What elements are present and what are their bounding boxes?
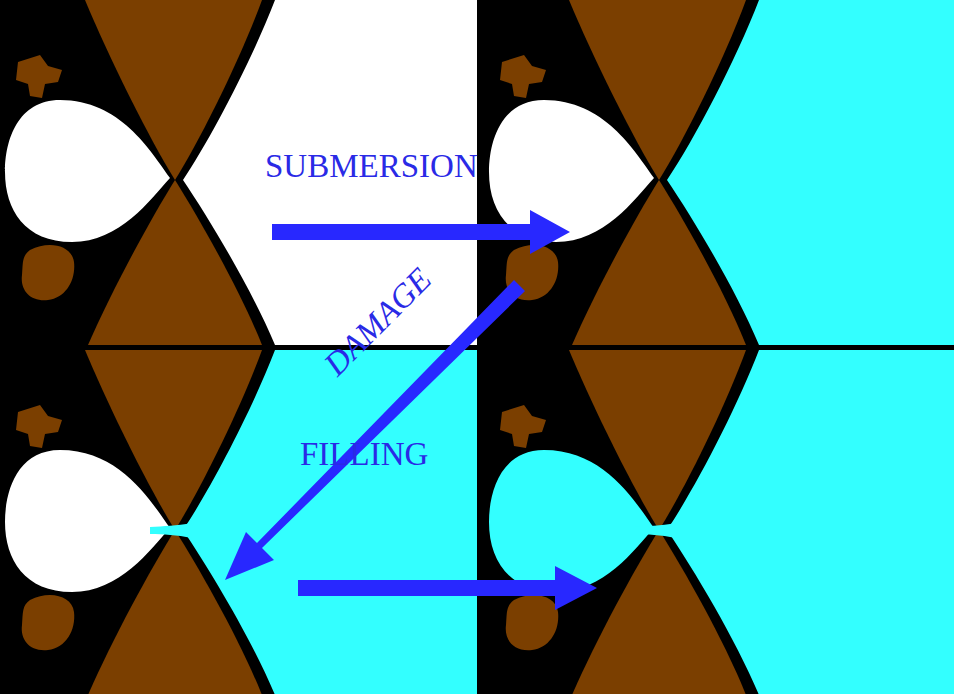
step-label: SUBMERSION bbox=[265, 150, 478, 183]
step-label: FILLING bbox=[300, 438, 428, 471]
panel-filled bbox=[489, 350, 954, 694]
process-arrows bbox=[225, 210, 597, 610]
panel-submerged bbox=[489, 0, 954, 345]
